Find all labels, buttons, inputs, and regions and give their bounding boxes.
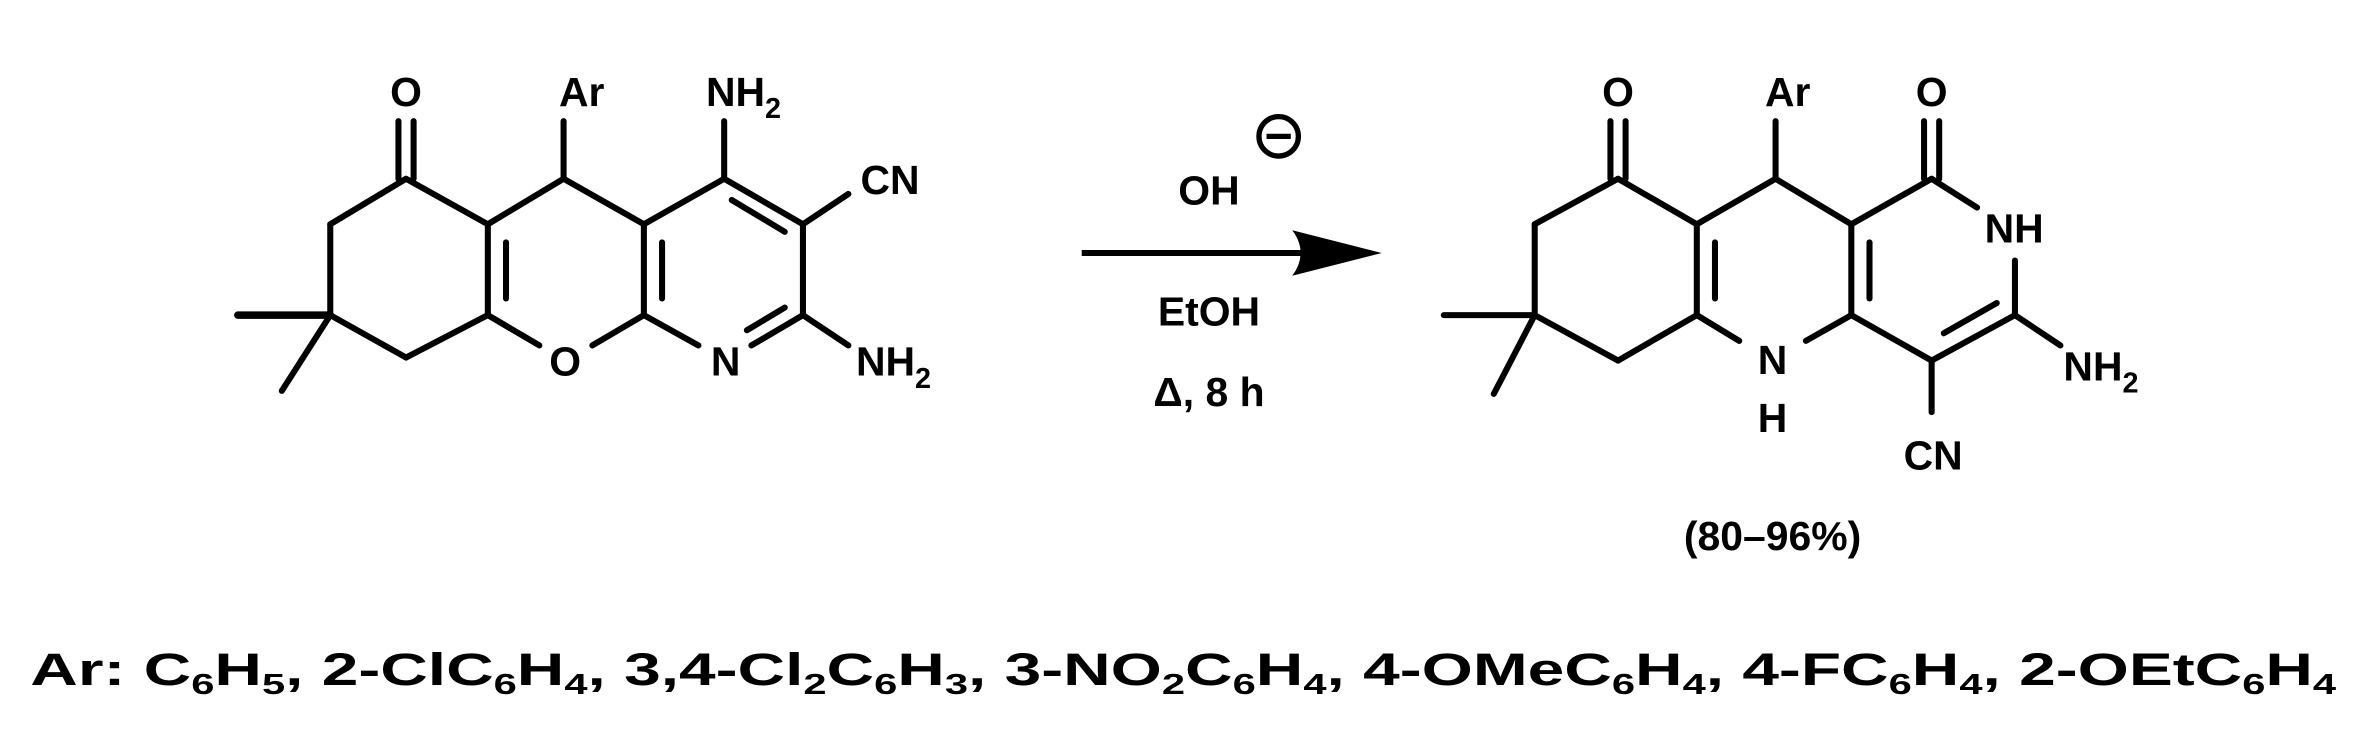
reactant-nitrile: CN: [861, 157, 920, 203]
reactant-ring-nitrogen: N: [711, 339, 741, 385]
conditions-label: Δ, 8 h: [1153, 369, 1264, 415]
reactant-amino-bottom: NH2: [856, 339, 931, 395]
reaction-arrow: OH EtOH Δ, 8 h: [1081, 114, 1382, 415]
reactant-amino-top: NH2: [706, 69, 781, 125]
negative-charge-icon: [1256, 114, 1302, 159]
product-ring-nh-hydrogen: H: [1758, 395, 1788, 441]
product-aryl-label: Ar: [1765, 69, 1811, 115]
reactant-ring-oxygen: O: [549, 339, 581, 385]
arrowhead-icon: [1292, 230, 1382, 276]
solvent-label: EtOH: [1158, 289, 1260, 335]
product-ketone-oxygen: O: [1602, 69, 1634, 115]
product-yield: (80–96%): [1684, 513, 1861, 559]
reagent-hydroxide: OH: [1178, 168, 1239, 214]
product-molecule: O Ar O NH N H NH2 CN (80–96%): [1440, 69, 2138, 559]
ar-prefix: Ar:: [30, 644, 143, 695]
product-amide-nh: NH: [1985, 205, 2044, 251]
product-nitrile: CN: [1904, 433, 1963, 479]
reactant-ketone-oxygen: O: [390, 69, 422, 115]
product-amino: NH2: [2063, 343, 2138, 399]
reactant-aryl-label: Ar: [559, 69, 605, 115]
reactant-molecule: O Ar NH2 CN O N NH2: [234, 69, 931, 395]
product-amide-oxygen: O: [1916, 69, 1948, 115]
product-ring-nitrogen: N: [1758, 337, 1788, 383]
